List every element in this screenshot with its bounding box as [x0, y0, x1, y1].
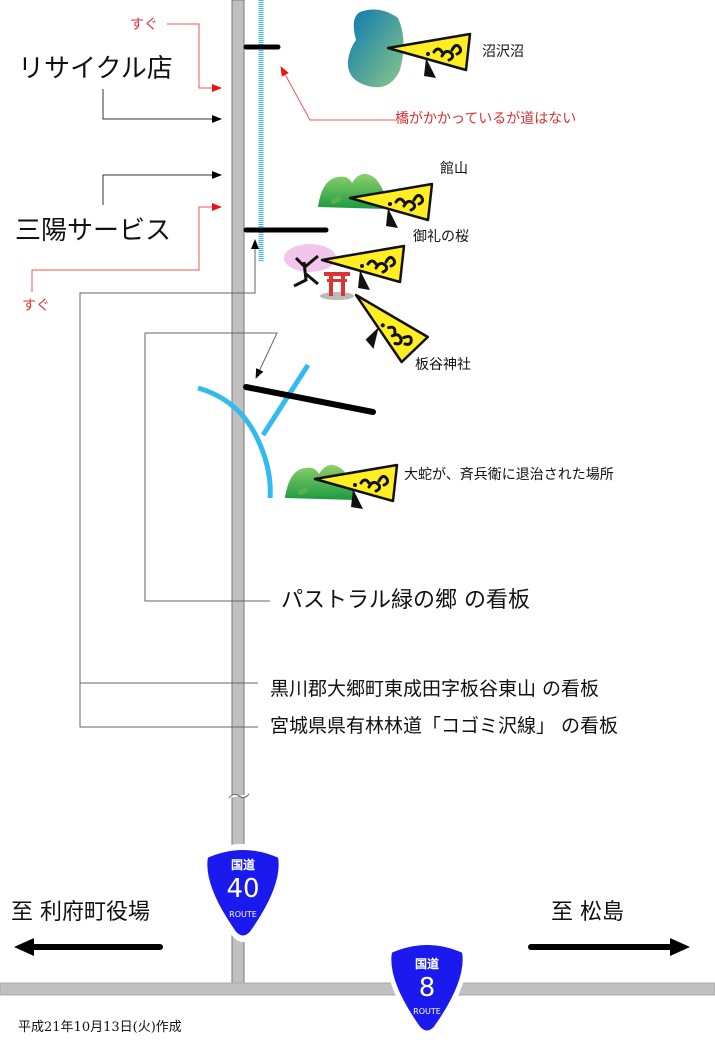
- torii-icon: [320, 272, 354, 300]
- svg-text:国道: 国道: [415, 956, 439, 971]
- numazawa-pond-label: 沼沢沼: [482, 44, 524, 60]
- svg-text:ROUTE: ROUTE: [413, 1007, 441, 1016]
- soon-label-bottom: すぐ: [22, 298, 50, 314]
- route-40-shield: 国道 40 ROUTE: [202, 844, 284, 942]
- recycle-shop-label: リサイクル店: [18, 54, 173, 84]
- pastoral-sign-label: パストラル緑の郷 の看板: [281, 588, 530, 613]
- serpent-site-label: 大蛇が、斉兵衛に退治された場所: [404, 467, 614, 483]
- miyagi-sign-label: 宮城県県有林林道「コゴミ沢線」 の看板: [270, 715, 619, 737]
- to-matsushima-label: 至 松島: [551, 900, 624, 925]
- miyagi-sign-leader: [79, 239, 259, 728]
- svg-text:40: 40: [226, 874, 259, 904]
- created-date: 平成21年10月13日(火)作成: [18, 1020, 182, 1035]
- sanyo-arrow: [102, 171, 222, 205]
- soon-arrow-bottom: [31, 203, 222, 292]
- route-8-shield: 国道 8 ROUTE: [386, 939, 468, 1037]
- svg-text:ROUTE: ROUTE: [229, 910, 257, 919]
- bridge-note-label: 橋がかかっているが道はない: [395, 111, 577, 127]
- svg-text:国道: 国道: [231, 857, 255, 872]
- pond-icon: [347, 9, 404, 88]
- bridge-note-arrow: [280, 66, 395, 121]
- pennant-icon: [320, 244, 406, 292]
- route-8-road: [0, 982, 715, 996]
- recycle-arrow: [102, 89, 222, 123]
- tateyama-label: 館山: [440, 161, 468, 177]
- pastoral-sign-leader: [144, 332, 278, 602]
- side-road: [243, 384, 376, 415]
- orei-cherry-label: 御礼の桜: [413, 229, 469, 245]
- soon-label-top: すぐ: [130, 17, 158, 33]
- to-rifu-label: 至 利府町役場: [11, 900, 150, 925]
- kurokawa-sign-label: 黒川郡大郷町東成田字板谷東山 の看板: [270, 678, 600, 700]
- sanyo-service-label: 三陽サービス: [15, 216, 172, 246]
- road-break-mark: [228, 793, 250, 799]
- stream-branch: [260, 363, 311, 437]
- soon-arrow-top: [167, 23, 222, 92]
- stream: [197, 385, 273, 499]
- cherry-tree-icon: [284, 244, 336, 288]
- itaya-shrine-label: 板谷神社: [415, 357, 471, 373]
- svg-text:8: 8: [419, 973, 436, 1003]
